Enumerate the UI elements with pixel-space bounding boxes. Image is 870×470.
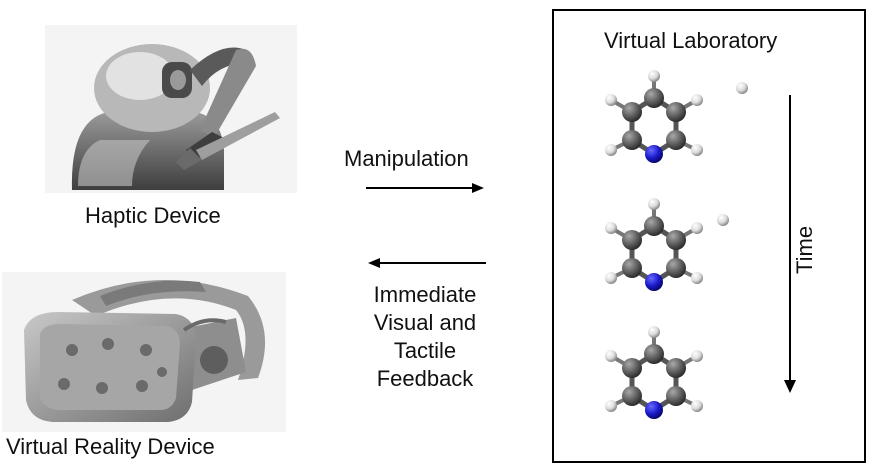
- haptic-device-label: Haptic Device: [85, 203, 221, 228]
- hydrogen-atom: [605, 350, 617, 362]
- carbon-atom: [622, 130, 642, 150]
- feedback-label: Immediate Visual and Tactile Feedback: [340, 281, 510, 393]
- hydrogen-atom: [648, 326, 660, 338]
- carbon-atom: [644, 88, 664, 108]
- carbon-atom: [622, 358, 642, 378]
- feedback-line-4: Feedback: [376, 366, 474, 391]
- manipulation-arrow: [366, 183, 484, 193]
- pyridine-molecule: [605, 326, 703, 419]
- feedback-line-3: Tactile: [393, 338, 457, 363]
- carbon-atom: [666, 386, 686, 406]
- carbon-atom: [666, 258, 686, 278]
- molecule-frames: [605, 70, 748, 419]
- nitrogen-atom: [645, 145, 663, 163]
- carbon-atom: [622, 230, 642, 250]
- carbon-atom: [666, 230, 686, 250]
- hydrogen-atom: [605, 94, 617, 106]
- free-hydrogen-atom: [717, 214, 729, 226]
- manipulation-label: Manipulation: [344, 146, 469, 171]
- carbon-atom: [622, 386, 642, 406]
- carbon-atom: [622, 258, 642, 278]
- hydrogen-atom: [691, 94, 703, 106]
- hydrogen-atom: [691, 272, 703, 284]
- carbon-atom: [644, 216, 664, 236]
- time-label: Time: [792, 225, 817, 274]
- carbon-atom: [644, 344, 664, 364]
- virtual-laboratory-title: Virtual Laboratory: [604, 28, 778, 53]
- haptic-device-image: [45, 25, 297, 193]
- vr-device-label: Virtual Reality Device: [6, 434, 215, 459]
- carbon-atom: [666, 358, 686, 378]
- feedback-line-1: Immediate: [373, 282, 477, 307]
- hydrogen-atom: [605, 222, 617, 234]
- vr-headset-image: [2, 272, 286, 432]
- feedback-line-2: Visual and: [373, 310, 477, 335]
- time-arrow: [784, 95, 796, 393]
- virtual-laboratory-panel: [552, 9, 866, 463]
- free-hydrogen-atom: [736, 82, 748, 94]
- carbon-atom: [622, 102, 642, 122]
- pyridine-molecule: [605, 198, 703, 291]
- carbon-atom: [666, 102, 686, 122]
- carbon-atom: [666, 130, 686, 150]
- feedback-arrow: [368, 258, 486, 268]
- nitrogen-atom: [645, 273, 663, 291]
- nitrogen-atom: [645, 401, 663, 419]
- hydrogen-atom: [605, 144, 617, 156]
- hydrogen-atom: [648, 70, 660, 82]
- hydrogen-atom: [691, 350, 703, 362]
- hydrogen-atom: [605, 400, 617, 412]
- hydrogen-atom: [605, 272, 617, 284]
- hydrogen-atom: [691, 144, 703, 156]
- pyridine-molecule: [605, 70, 703, 163]
- hydrogen-atom: [691, 222, 703, 234]
- hydrogen-atom: [691, 400, 703, 412]
- hydrogen-atom: [648, 198, 660, 210]
